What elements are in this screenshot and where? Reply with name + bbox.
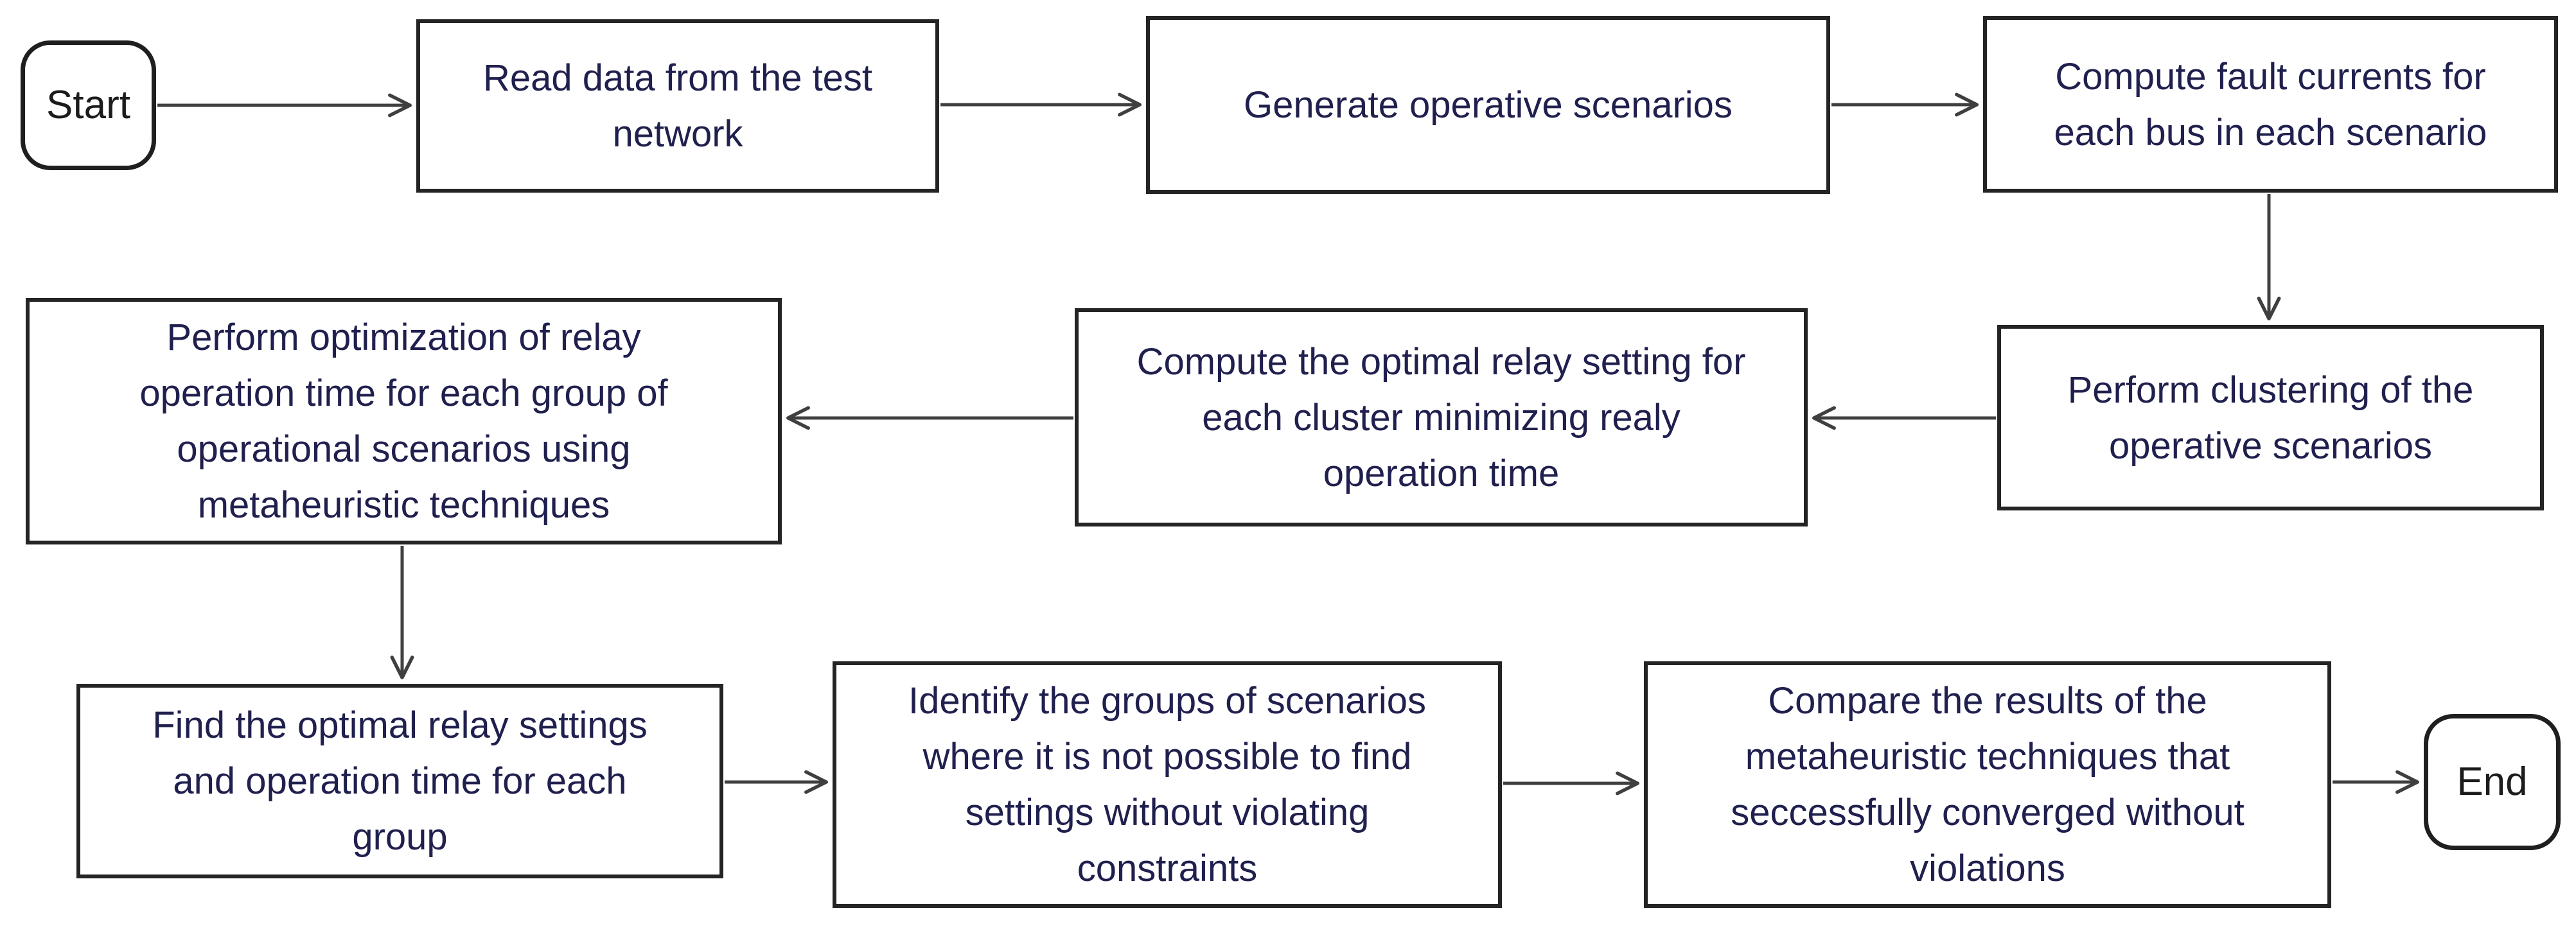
node-compare-results-label: Compare the results of the metaheuristic… — [1731, 680, 2245, 889]
node-relay-optimization: Perform optimization of relay operation … — [26, 298, 782, 544]
node-fault-currents: Compute fault currents for each bus in e… — [1983, 16, 2558, 193]
node-relay-optimization-label: Perform optimization of relay operation … — [139, 317, 668, 526]
node-start-label: Start — [46, 82, 130, 127]
node-read-data: Read data from the test network — [416, 19, 939, 193]
node-optimal-relay-setting-label: Compute the optimal relay setting for ea… — [1136, 340, 1746, 494]
node-start: Start — [21, 40, 156, 170]
node-end: End — [2424, 714, 2561, 850]
node-end-label: End — [2457, 759, 2528, 804]
node-read-data-label: Read data from the test network — [482, 57, 873, 155]
node-generate-scenarios: Generate operative scenarios — [1146, 16, 1830, 194]
node-fault-currents-label: Compute fault currents for each bus in e… — [2054, 55, 2487, 153]
node-optimal-relay-setting: Compute the optimal relay setting for ea… — [1075, 308, 1808, 526]
node-find-settings-label: Find the optimal relay settings and oper… — [152, 704, 648, 858]
node-clustering: Perform clustering of the operative scen… — [1997, 325, 2544, 510]
node-generate-scenarios-label: Generate operative scenarios — [1244, 84, 1733, 126]
node-find-settings: Find the optimal relay settings and oper… — [76, 684, 723, 878]
node-identify-groups: Identify the groups of scenarios where i… — [833, 661, 1502, 908]
node-identify-groups-label: Identify the groups of scenarios where i… — [908, 680, 1427, 889]
node-clustering-label: Perform clustering of the operative scen… — [2067, 369, 2474, 467]
node-compare-results: Compare the results of the metaheuristic… — [1644, 661, 2331, 908]
